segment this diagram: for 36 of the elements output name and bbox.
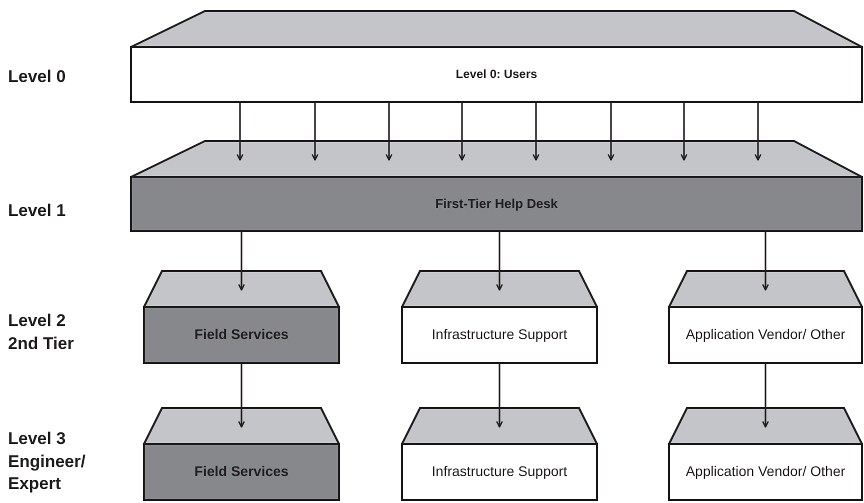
box-label: Field Services — [194, 463, 289, 481]
arrow — [496, 232, 503, 291]
level-label: Level 0 — [8, 66, 67, 88]
arrow — [762, 364, 769, 428]
box-label: Application Vendor/ Other — [686, 463, 846, 481]
arrow — [312, 103, 318, 161]
arrow — [754, 103, 762, 161]
box-label: Field Services — [194, 326, 289, 344]
level-label: Engineer/ Expert — [8, 451, 86, 495]
tier-box-dark — [130, 140, 863, 232]
tier-box-dark — [143, 270, 340, 364]
arrow — [762, 232, 769, 291]
arrow — [458, 103, 466, 161]
box-label: First-Tier Help Desk — [435, 196, 558, 212]
arrow — [496, 364, 503, 428]
level-label: Level 1 — [8, 200, 67, 222]
level-label: Level 2 — [8, 310, 67, 332]
tier-box — [668, 270, 863, 364]
level-label: 2nd Tier — [8, 333, 75, 355]
arrow — [386, 103, 392, 161]
arrow — [236, 103, 244, 161]
box-label: Infrastructure Support — [432, 326, 568, 344]
tier-box — [401, 270, 598, 364]
tier-box — [401, 407, 598, 501]
arrow — [238, 232, 245, 291]
tier-box — [130, 10, 863, 103]
level-label: Level 3 — [8, 428, 67, 450]
box-label: Level 0: Users — [456, 67, 538, 82]
arrow — [680, 103, 688, 161]
box-label: Application Vendor/ Other — [686, 326, 846, 344]
tier-box-dark — [143, 407, 340, 501]
box-label: Infrastructure Support — [432, 463, 568, 481]
arrow — [238, 364, 245, 428]
arrow — [608, 103, 614, 161]
tier-box — [668, 407, 863, 501]
arrow — [532, 103, 540, 161]
